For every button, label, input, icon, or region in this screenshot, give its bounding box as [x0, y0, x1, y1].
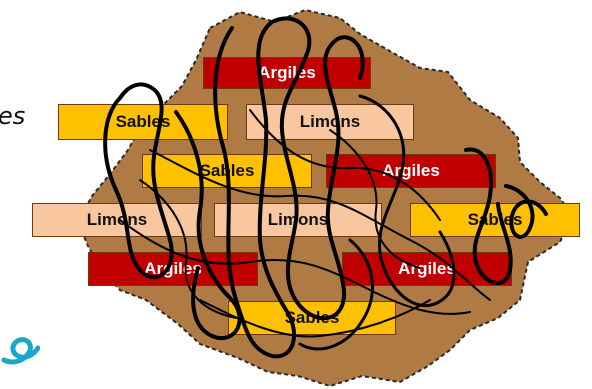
- box-label: Limons: [86, 210, 148, 229]
- limons-box: Limons: [246, 104, 414, 140]
- box-label: Limons: [299, 112, 361, 131]
- sables-box: Sables: [410, 203, 580, 237]
- sables-box: Sables: [58, 104, 228, 140]
- logo-swirl-icon: [1, 337, 40, 365]
- edge-text-fragment: es: [0, 102, 26, 130]
- box-label: Argiles: [398, 259, 456, 278]
- box-label: Sables: [284, 308, 340, 327]
- box-label: Argiles: [382, 161, 440, 180]
- box-label: Argiles: [144, 259, 202, 278]
- argiles-box: Argiles: [326, 154, 496, 188]
- box-label: Sables: [115, 112, 171, 131]
- limons-box: Limons: [32, 203, 202, 237]
